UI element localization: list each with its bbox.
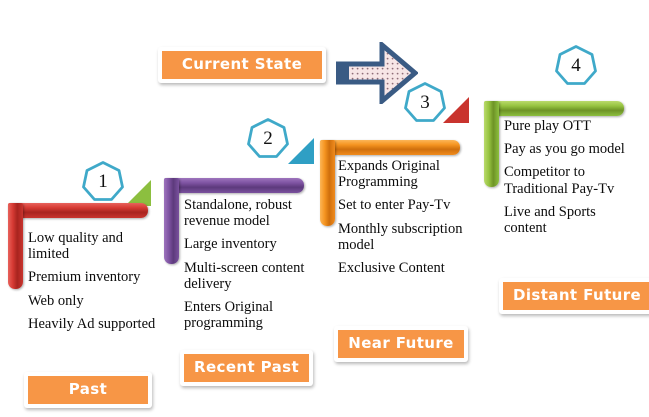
list-item: Premium inventory (28, 269, 141, 286)
stage-4-items: Pure play OTT Pay as you go model Compet… (504, 118, 638, 236)
triangle-green-icon (125, 180, 151, 206)
stage-badge-1-number: 1 (98, 170, 108, 192)
list-item: Heavily Ad supported (28, 315, 156, 332)
list-item: Standalone, robust revenue model (184, 197, 292, 230)
current-state-label: Current State (162, 51, 322, 79)
heptagon-icon (247, 118, 289, 158)
stage-1-label: Past (28, 376, 148, 404)
right-block-arrow-glyph (335, 39, 419, 107)
stage-badge-3: 3 (404, 81, 446, 123)
current-state-banner: Current State (158, 47, 326, 83)
heptagon-icon (555, 45, 597, 85)
stage-badge-3-number: 3 (420, 91, 430, 113)
stage-1-label-pill: Past (24, 372, 152, 408)
stage-badge-4: 4 (555, 44, 597, 86)
stage-4-label-pill: Distant Future (499, 278, 649, 314)
stage-3-label-pill: Near Future (334, 326, 468, 362)
right-block-arrow (335, 39, 419, 109)
stage-badge-1: 1 (82, 160, 124, 202)
list-item: Web only (28, 292, 84, 309)
stage-1-items: Low quality and limited Premium inventor… (28, 230, 163, 332)
stage-badge-2: 2 (247, 117, 289, 159)
list-item: Expands Original Programming (338, 158, 440, 191)
list-item: Enters Original programming (184, 299, 273, 332)
triangle-red-icon (443, 97, 469, 123)
heptagon-icon (404, 82, 446, 122)
heptagon-icon (82, 161, 124, 201)
triangle-teal-icon (288, 138, 314, 164)
list-item: Multi-screen content delivery (184, 259, 305, 292)
stage-3-label: Near Future (338, 330, 464, 358)
stage-4-label: Distant Future (503, 282, 649, 310)
list-item: Set to enter Pay-Tv (338, 197, 451, 214)
list-item: Low quality and limited (28, 230, 124, 263)
list-item: Pay as you go model (504, 141, 625, 158)
list-item: Pure play OTT (504, 118, 591, 134)
list-item: Monthly subscription model (338, 220, 463, 253)
list-item: Large inventory (184, 236, 277, 253)
stage-3-items: Expands Original Programming Set to ente… (338, 158, 468, 276)
list-item: Competitor to Traditional Pay-Tv (504, 164, 615, 197)
stage-badge-2-number: 2 (263, 127, 273, 149)
list-item: Exclusive Content (338, 260, 445, 277)
stage-2-label-pill: Recent Past (180, 350, 314, 386)
stage-2-items: Standalone, robust revenue model Large i… (184, 197, 312, 332)
list-item: Live and Sports content (504, 203, 596, 237)
stage-2-label: Recent Past (184, 354, 310, 382)
stage-badge-4-number: 4 (571, 54, 581, 76)
